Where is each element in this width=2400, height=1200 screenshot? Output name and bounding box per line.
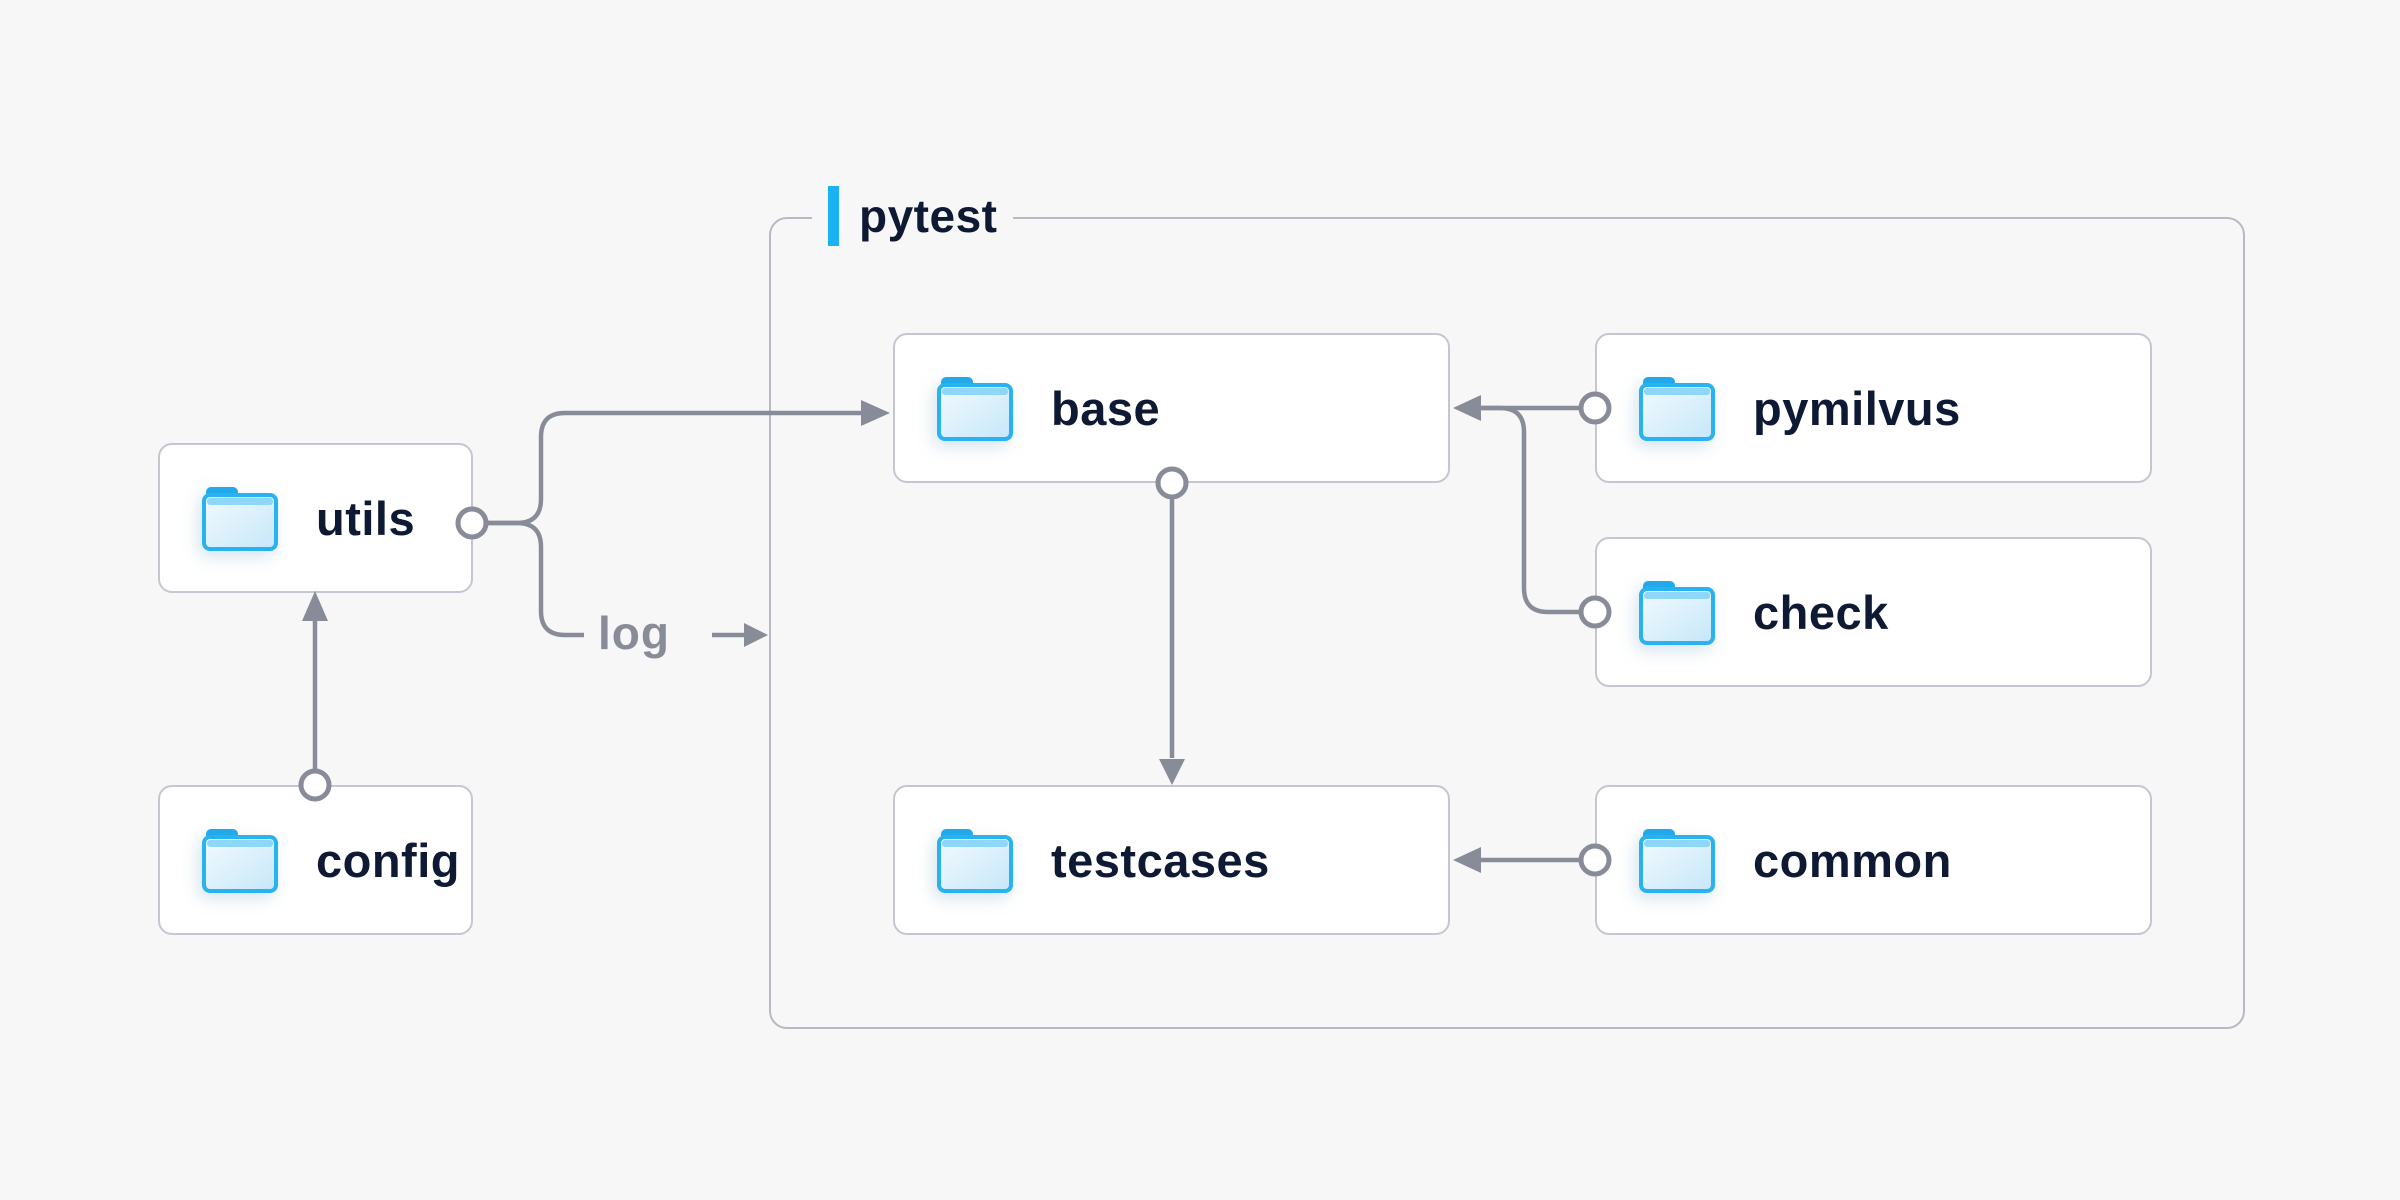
accent-bar	[828, 186, 839, 246]
edge-label-log: log	[598, 607, 670, 659]
node-label: testcases	[1051, 833, 1270, 887]
node-pymilvus: pymilvus	[1595, 333, 2152, 483]
folder-icon	[202, 829, 278, 893]
node-label: base	[1051, 381, 1161, 435]
node-label: common	[1753, 833, 1952, 887]
folder-icon	[202, 487, 278, 551]
folder-icon	[1639, 377, 1715, 441]
node-base: base	[893, 333, 1450, 483]
node-label: utils	[316, 491, 416, 545]
node-utils: utils	[158, 443, 473, 593]
node-label: pymilvus	[1753, 381, 1961, 435]
pytest-group-title: pytest	[859, 190, 998, 242]
pytest-group-label: pytest	[812, 183, 1014, 249]
node-check: check	[1595, 537, 2152, 687]
node-label: config	[316, 833, 460, 887]
folder-icon	[937, 377, 1013, 441]
pytest-group-box	[769, 217, 2245, 1029]
node-common: common	[1595, 785, 2152, 935]
folder-icon	[1639, 581, 1715, 645]
node-label: check	[1753, 585, 1889, 639]
node-testcases: testcases	[893, 785, 1450, 935]
arrowhead-log	[744, 623, 768, 647]
node-config: config	[158, 785, 473, 935]
folder-icon	[1639, 829, 1715, 893]
connector-utils-log	[486, 520, 584, 638]
arrowhead-into-utils	[302, 591, 328, 621]
folder-icon	[937, 829, 1013, 893]
